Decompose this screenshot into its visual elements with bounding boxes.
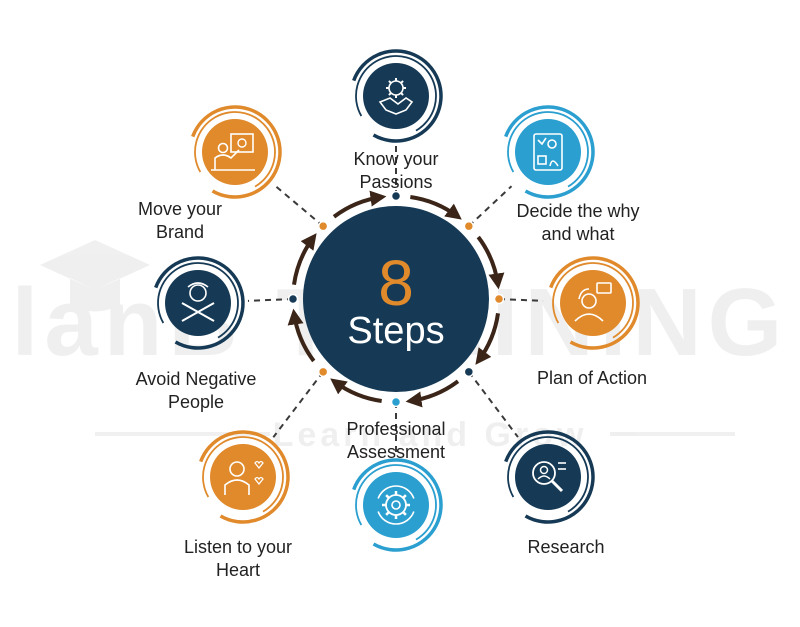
badge-outer-ring bbox=[504, 105, 595, 199]
cycle-arrow bbox=[332, 190, 387, 219]
cycle-arrows bbox=[287, 190, 505, 408]
connector-line bbox=[272, 371, 324, 438]
step-badge bbox=[191, 105, 282, 199]
junction-dot bbox=[317, 220, 329, 232]
badge-inner-ring bbox=[355, 55, 437, 132]
cycle-arrow bbox=[405, 379, 460, 408]
badge-outer-ring bbox=[199, 430, 290, 524]
step-label-move-brand: Move your Brand bbox=[137, 199, 223, 242]
cycle-arrow bbox=[475, 313, 500, 365]
connector-line bbox=[498, 298, 544, 302]
junction-dot bbox=[390, 396, 402, 408]
badge-inner-ring bbox=[552, 262, 634, 339]
badge-disk bbox=[210, 444, 276, 510]
cycle-arrow bbox=[410, 195, 462, 220]
gear-cycle-icon bbox=[377, 485, 415, 525]
badge-outer-ring bbox=[191, 105, 282, 199]
badge-disk bbox=[515, 119, 581, 185]
step-label-research: Research bbox=[527, 537, 605, 557]
step-badge bbox=[199, 430, 290, 524]
badge-outer-ring bbox=[352, 49, 443, 143]
connector-line bbox=[247, 298, 294, 302]
badge-disk bbox=[363, 472, 429, 538]
badge-inner-ring bbox=[355, 464, 437, 541]
step-badge bbox=[549, 256, 640, 350]
badge-outer-ring bbox=[504, 430, 595, 524]
step-label-professional-assessment: Professional Assessment bbox=[346, 419, 446, 462]
step-badge bbox=[352, 458, 443, 552]
graduation-cap-icon bbox=[40, 240, 150, 312]
presenter-board-icon bbox=[211, 133, 255, 171]
junction-dots bbox=[287, 190, 505, 408]
junction-dot bbox=[287, 293, 299, 305]
badge-outer-ring bbox=[549, 256, 640, 350]
connector-lines bbox=[247, 146, 544, 455]
badge-inner-ring bbox=[507, 436, 589, 513]
step-badge bbox=[154, 256, 245, 350]
badge-inner-ring bbox=[194, 111, 276, 188]
badge-outer-ring bbox=[154, 256, 245, 350]
center-hub: 8 Steps bbox=[303, 206, 489, 392]
step-badge bbox=[352, 49, 443, 143]
crossed-arms-person-icon bbox=[181, 282, 215, 322]
cycle-arrow bbox=[292, 233, 317, 285]
step-label-plan-of-action: Plan of Action bbox=[536, 368, 648, 388]
cycle-arrow bbox=[287, 308, 316, 363]
junction-dot bbox=[463, 366, 475, 378]
badge-disk bbox=[560, 270, 626, 336]
profile-card-icon bbox=[533, 133, 563, 171]
gear-handshake-icon bbox=[378, 78, 414, 115]
cycle-arrow bbox=[330, 378, 382, 403]
center-label: Steps bbox=[347, 310, 444, 352]
center-number: 8 bbox=[378, 247, 414, 319]
step-label-know-passions: Know your Passions bbox=[353, 149, 439, 192]
badge-outer-ring bbox=[352, 458, 443, 552]
junction-dot bbox=[390, 190, 402, 202]
connector-line bbox=[272, 183, 324, 227]
cycle-arrow bbox=[476, 235, 505, 290]
step-badge bbox=[504, 105, 595, 199]
badge-inner-ring bbox=[157, 262, 239, 339]
step-badges bbox=[154, 49, 640, 552]
connector-line bbox=[468, 371, 519, 438]
magnifier-profile-icon bbox=[532, 461, 566, 493]
junction-dot bbox=[493, 293, 505, 305]
badge-inner-ring bbox=[202, 436, 284, 513]
badge-inner-ring bbox=[507, 111, 589, 188]
person-hearts-icon bbox=[224, 460, 264, 495]
step-label-avoid-negative: Avoid Negative People bbox=[135, 369, 257, 412]
step-label-decide-why-what: Decide the why and what bbox=[516, 201, 640, 244]
step-label-listen-heart: Listen to your Heart bbox=[183, 537, 293, 580]
junction-dot bbox=[463, 220, 475, 232]
presenter-chat-icon bbox=[574, 282, 612, 322]
badge-disk bbox=[165, 270, 231, 336]
connector-line bbox=[468, 185, 513, 227]
junction-dot bbox=[317, 366, 329, 378]
step-badge bbox=[504, 430, 595, 524]
